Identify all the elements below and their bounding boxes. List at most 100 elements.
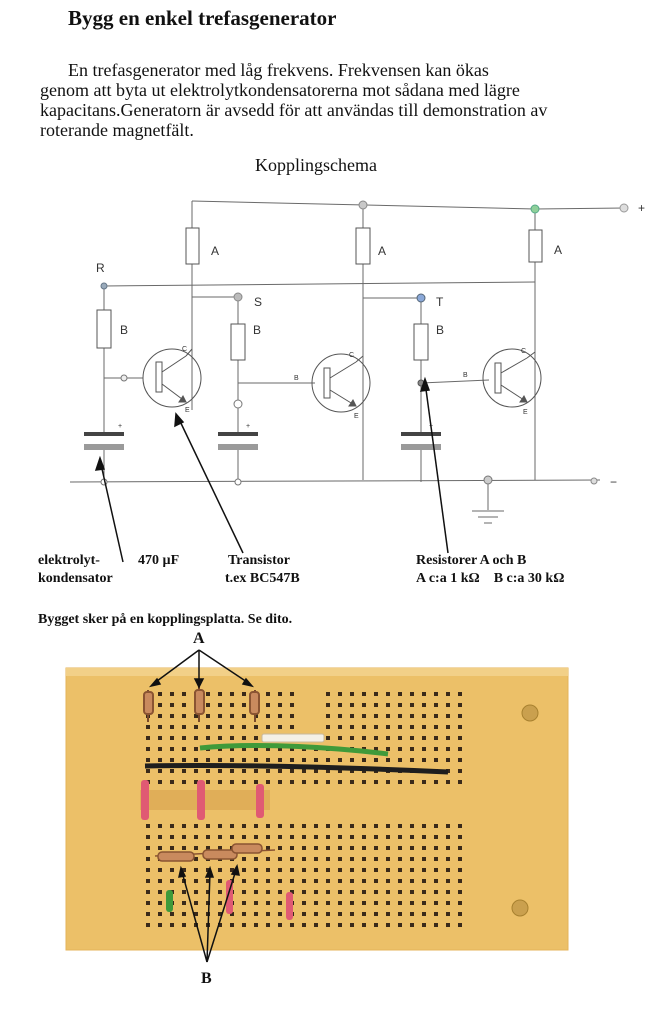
breadboard-hole	[446, 780, 450, 784]
breadboard-hole	[158, 912, 162, 916]
breadboard-hole	[146, 857, 150, 861]
breadboard-hole	[302, 846, 306, 850]
breadboard-hole	[362, 912, 366, 916]
breadboard-hole	[170, 835, 174, 839]
breadboard-hole	[422, 868, 426, 872]
breadboard-hole	[434, 846, 438, 850]
breadboard-hole	[218, 747, 222, 751]
breadboard-hole	[230, 912, 234, 916]
breadboard-hole	[422, 725, 426, 729]
breadboard-hole	[278, 692, 282, 696]
breadboard-hole	[170, 703, 174, 707]
svg-text:+: +	[118, 423, 122, 430]
breadboard-hole	[398, 901, 402, 905]
breadboard-hole	[266, 835, 270, 839]
breadboard-hole	[206, 769, 210, 773]
breadboard-hole	[182, 835, 186, 839]
breadboard-hole	[170, 736, 174, 740]
breadboard-hole	[290, 703, 294, 707]
breadboard-hole	[338, 780, 342, 784]
breadboard-hole	[362, 835, 366, 839]
breadboard-hole	[410, 868, 414, 872]
breadboard-hole	[302, 758, 306, 762]
breadboard-hole	[194, 890, 198, 894]
breadboard-hole	[230, 736, 234, 740]
breadboard-hole	[314, 901, 318, 905]
breadboard-hole	[218, 692, 222, 696]
schematic-nodes	[100, 200, 629, 486]
breadboard-hole	[290, 846, 294, 850]
breadboard-hole	[374, 923, 378, 927]
breadboard-hole	[302, 835, 306, 839]
photo-label-arrows	[148, 649, 255, 963]
intro-text: En trefasgenerator med låg frekvens. Fre…	[40, 60, 640, 140]
breadboard-hole	[290, 868, 294, 872]
svg-text:A: A	[211, 244, 219, 258]
breadboard-hole	[290, 835, 294, 839]
breadboard-hole	[314, 857, 318, 861]
breadboard-hole	[194, 846, 198, 850]
breadboard-hole	[422, 923, 426, 927]
breadboard-hole	[374, 890, 378, 894]
breadboard-hole	[278, 923, 282, 927]
breadboard-hole	[422, 857, 426, 861]
breadboard-hole	[290, 890, 294, 894]
breadboard-hole	[338, 736, 342, 740]
breadboard-hole	[446, 692, 450, 696]
breadboard-hole	[350, 780, 354, 784]
breadboard-hole	[422, 912, 426, 916]
breadboard-hole	[458, 769, 462, 773]
breadboard-hole	[314, 846, 318, 850]
breadboard-hole	[242, 879, 246, 883]
breadboard-hole	[326, 923, 330, 927]
breadboard-hole	[362, 725, 366, 729]
breadboard-hole	[242, 758, 246, 762]
minus-terminal-label: −	[610, 475, 617, 489]
breadboard-hole	[158, 901, 162, 905]
breadboard-hole	[170, 714, 174, 718]
breadboard-hole	[290, 857, 294, 861]
breadboard-hole	[398, 890, 402, 894]
breadboard-hole	[410, 725, 414, 729]
svg-text:E: E	[185, 407, 190, 414]
breadboard-hole	[266, 846, 270, 850]
breadboard-hole	[458, 835, 462, 839]
breadboard-hole	[374, 703, 378, 707]
breadboard-hole	[434, 714, 438, 718]
breadboard-hole	[410, 703, 414, 707]
breadboard-hole	[194, 868, 198, 872]
breadboard-hole	[182, 912, 186, 916]
breadboard-hole	[266, 901, 270, 905]
breadboard-hole	[170, 780, 174, 784]
breadboard-hole	[182, 703, 186, 707]
breadboard-hole	[158, 846, 162, 850]
breadboard-hole	[146, 824, 150, 828]
breadboard-hole	[458, 901, 462, 905]
breadboard-hole	[350, 923, 354, 927]
breadboard-hole	[278, 824, 282, 828]
breadboard-hole	[302, 824, 306, 828]
breadboard-hole	[362, 780, 366, 784]
breadboard-hole	[170, 846, 174, 850]
breadboard-hole	[218, 769, 222, 773]
black-wire	[144, 762, 449, 775]
breadboard-hole	[194, 857, 198, 861]
breadboard-hole	[386, 824, 390, 828]
breadboard-hole	[314, 879, 318, 883]
breadboard-hole	[266, 824, 270, 828]
breadboard-hole	[146, 868, 150, 872]
breadboard-hole	[254, 725, 258, 729]
breadboard-hole	[278, 868, 282, 872]
breadboard-hole	[242, 769, 246, 773]
transistor-3: C B E	[463, 348, 542, 416]
intro-line: kapacitans.Generatorn är avsedd för att …	[40, 100, 548, 120]
breadboard-hole	[422, 736, 426, 740]
breadboard-hole	[458, 824, 462, 828]
breadboard-hole	[230, 923, 234, 927]
breadboard-hole	[170, 725, 174, 729]
breadboard-hole	[266, 923, 270, 927]
breadboard-hole	[374, 857, 378, 861]
breadboard-hole	[266, 912, 270, 916]
breadboard-hole	[350, 736, 354, 740]
breadboard-hole	[194, 901, 198, 905]
